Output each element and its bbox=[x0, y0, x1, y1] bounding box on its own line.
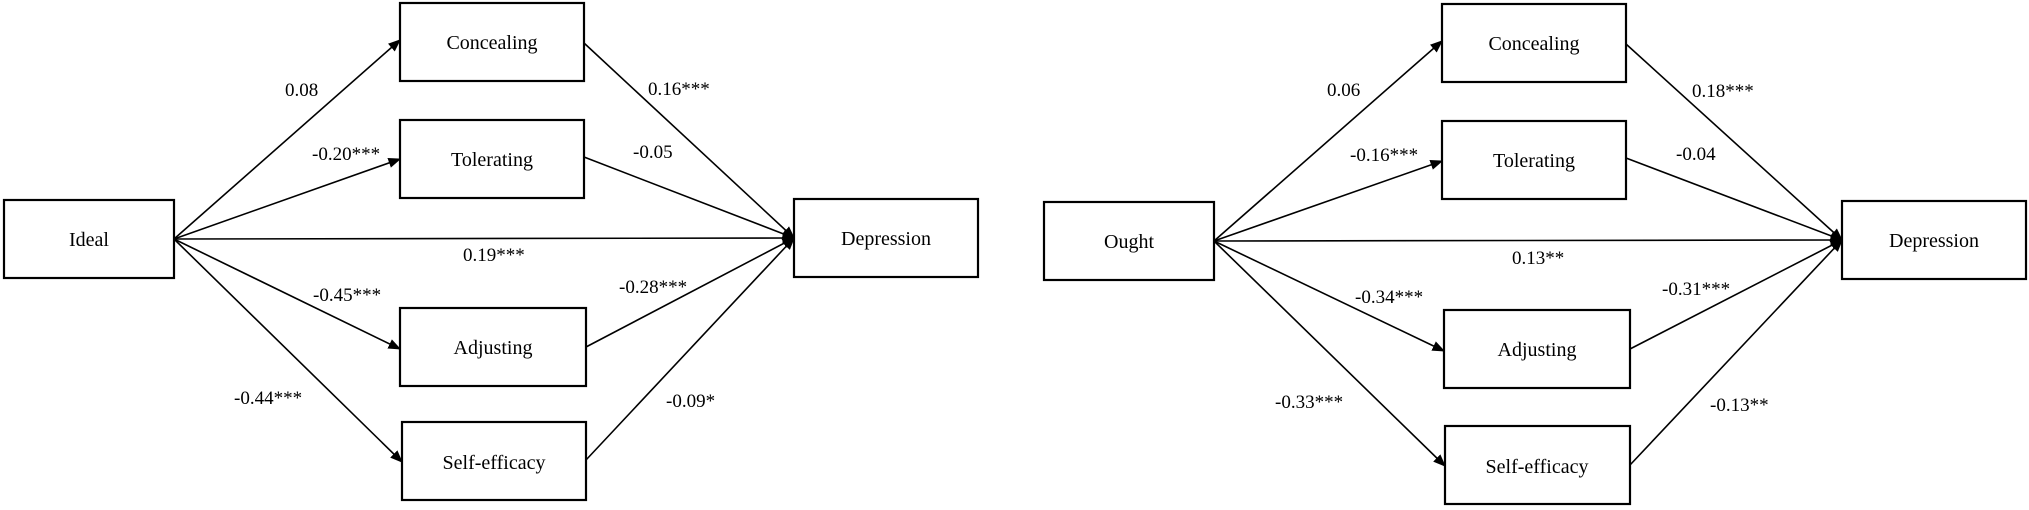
edge-self-efficacy-depression-2 bbox=[1629, 239, 1843, 466]
edge-concealing-depression-2 bbox=[1625, 43, 1843, 241]
edge-tolerating-depression bbox=[583, 156, 796, 239]
coef-self-efficacy-depression-2: -0.13** bbox=[1710, 395, 1769, 416]
edge-concealing-depression bbox=[583, 42, 795, 239]
node-depression-label: Depression bbox=[841, 228, 931, 250]
edge-ideal-adjusting bbox=[173, 238, 402, 350]
panel-ideal: Ideal Concealing Tolerating Adjusting Se… bbox=[2, 1, 980, 502]
coef-ought-concealing: 0.06 bbox=[1327, 80, 1360, 101]
edge-self-efficacy-depression bbox=[585, 237, 795, 461]
node-concealing-label-2: Concealing bbox=[1488, 33, 1579, 55]
coef-ideal-tolerating: -0.20*** bbox=[312, 144, 380, 165]
edge-ought-tolerating bbox=[1213, 159, 1444, 242]
coef-ideal-self-efficacy: -0.44*** bbox=[234, 388, 302, 409]
node-adjusting-label-2: Adjusting bbox=[1498, 339, 1577, 361]
coef-tolerating-depression: -0.05 bbox=[633, 142, 673, 163]
coef-concealing-depression: 0.16*** bbox=[648, 79, 710, 100]
coef-ought-tolerating: -0.16*** bbox=[1350, 145, 1418, 166]
edge-ought-concealing bbox=[1213, 40, 1443, 242]
coef-self-efficacy-depression: -0.09* bbox=[666, 391, 715, 412]
node-adjusting-2: Adjusting bbox=[1442, 308, 1632, 390]
edge-adjusting-depression-2 bbox=[1629, 239, 1844, 350]
node-adjusting: Adjusting bbox=[398, 306, 588, 388]
panel-ought: Ought Concealing Tolerating Adjusting Se… bbox=[1042, 2, 2028, 506]
coef-ought-adjusting: -0.34*** bbox=[1355, 287, 1423, 308]
node-concealing-label: Concealing bbox=[446, 32, 537, 54]
node-tolerating-label: Tolerating bbox=[451, 149, 533, 171]
node-depression: Depression bbox=[792, 197, 980, 279]
edge-ought-depression bbox=[1213, 234, 1844, 246]
edge-ought-self-efficacy bbox=[1213, 240, 1446, 467]
node-ought-label: Ought bbox=[1104, 231, 1154, 253]
node-ought: Ought bbox=[1042, 200, 1216, 282]
edge-adjusting-depression bbox=[585, 237, 796, 348]
edge-ideal-tolerating bbox=[173, 158, 402, 240]
edge-ideal-concealing bbox=[173, 39, 401, 240]
coef-adjusting-depression-2: -0.31*** bbox=[1662, 279, 1730, 300]
coef-ought-self-efficacy: -0.33*** bbox=[1275, 392, 1343, 413]
coef-tolerating-depression-2: -0.04 bbox=[1676, 144, 1716, 165]
node-depression-label-2: Depression bbox=[1889, 230, 1979, 252]
node-self-efficacy-label-2: Self-efficacy bbox=[1486, 456, 1589, 478]
node-depression-2: Depression bbox=[1840, 199, 2028, 281]
node-tolerating-2: Tolerating bbox=[1440, 119, 1628, 201]
node-concealing: Concealing bbox=[398, 1, 586, 83]
node-self-efficacy-label: Self-efficacy bbox=[443, 452, 546, 474]
edge-tolerating-depression-2 bbox=[1625, 157, 1844, 241]
node-adjusting-label: Adjusting bbox=[454, 337, 533, 359]
edge-ideal-depression bbox=[173, 232, 796, 244]
node-tolerating-label-2: Tolerating bbox=[1493, 150, 1575, 172]
node-ideal: Ideal bbox=[2, 198, 176, 280]
coef-concealing-depression-2: 0.18*** bbox=[1692, 81, 1754, 102]
coef-adjusting-depression: -0.28*** bbox=[619, 277, 687, 298]
coef-ideal-adjusting: -0.45*** bbox=[313, 285, 381, 306]
coef-ideal-concealing: 0.08 bbox=[285, 80, 318, 101]
node-concealing-2: Concealing bbox=[1440, 2, 1628, 84]
coef-ought-depression: 0.13** bbox=[1512, 248, 1564, 269]
node-ideal-label: Ideal bbox=[69, 229, 109, 251]
edge-ideal-self-efficacy bbox=[173, 238, 403, 463]
coef-ideal-depression: 0.19*** bbox=[463, 245, 525, 266]
node-tolerating: Tolerating bbox=[398, 118, 586, 200]
edge-ought-adjusting bbox=[1213, 240, 1446, 352]
node-self-efficacy-2: Self-efficacy bbox=[1443, 424, 1632, 506]
node-self-efficacy: Self-efficacy bbox=[400, 420, 588, 502]
